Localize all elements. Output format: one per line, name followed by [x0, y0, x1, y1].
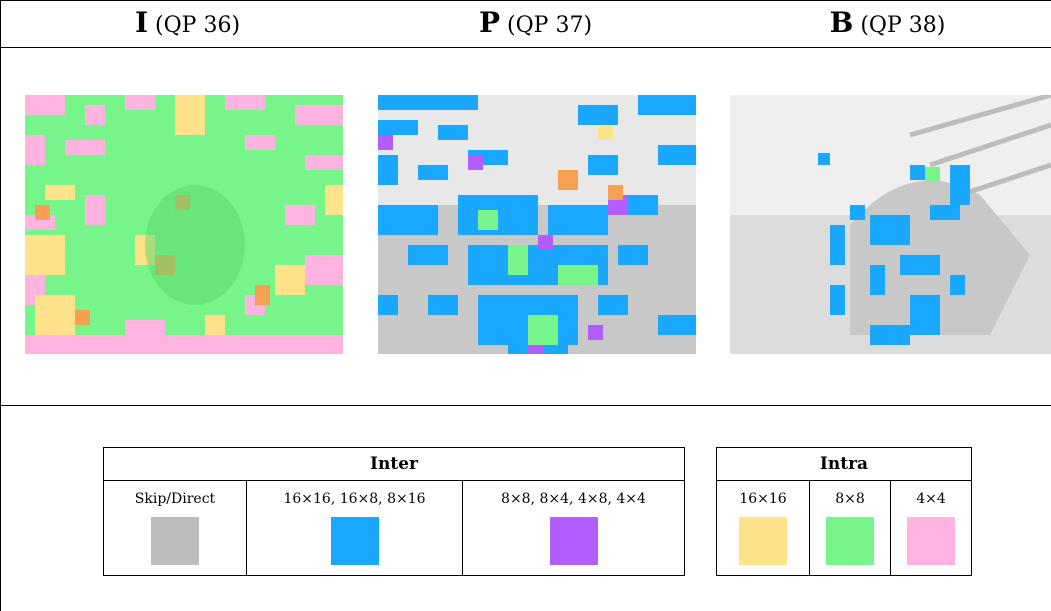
legend-label-skip: Skip/Direct: [134, 491, 216, 507]
header-b-qp: (QP 38): [860, 13, 946, 38]
header-divider: [0, 47, 1051, 48]
legend-cell-intra8: 8×8: [809, 480, 891, 576]
b-frame-mode-map: [730, 95, 1051, 354]
legend-cell-inter-small: 8×8, 8×4, 4×8, 4×4: [462, 480, 685, 576]
header-i-qp: (QP 36): [155, 13, 241, 38]
header-p-letter: P: [478, 6, 501, 39]
intra-legend-title: Intra: [716, 447, 972, 481]
legend-swatch-skip: [151, 517, 199, 565]
header-i: I (QP 36): [120, 6, 255, 39]
legend-swatch-intra4: [907, 517, 955, 565]
legend-label-intra8: 8×8: [835, 491, 865, 507]
inter-legend-title: Inter: [103, 447, 685, 481]
legend-label-intra4: 4×4: [916, 491, 946, 507]
left-border: [0, 0, 1, 611]
legend-swatch-intra16: [739, 517, 787, 565]
legend-swatch-inter-large: [330, 517, 379, 565]
legend-label-inter-small: 8×8, 8×4, 4×8, 4×4: [501, 491, 646, 507]
header-p-qp: (QP 37): [507, 13, 593, 38]
legend-label-inter-large: 16×16, 16×8, 8×16: [283, 491, 426, 507]
legend-swatch-intra8: [826, 517, 874, 565]
p-frame-mode-map: [378, 95, 696, 354]
inter-legend-table: Inter Skip/Direct 16×16, 16×8, 8×16 8×8,…: [103, 447, 685, 576]
legend-swatch-inter-small: [549, 517, 598, 565]
intra-legend-table: Intra 16×16 8×8 4×4: [716, 447, 972, 576]
header-b-letter: B: [829, 6, 854, 39]
legend-cell-intra4: 4×4: [890, 480, 972, 576]
legend-cell-inter-large: 16×16, 16×8, 8×16: [246, 480, 463, 576]
legend-label-intra16: 16×16: [739, 491, 787, 507]
header-i-letter: I: [134, 6, 149, 39]
i-frame-mode-map: [25, 95, 343, 354]
header-p: P (QP 37): [468, 6, 603, 39]
top-border: [0, 0, 1051, 1]
section-divider: [0, 405, 1051, 406]
header-b: B (QP 38): [820, 6, 955, 39]
legend-cell-skip: Skip/Direct: [103, 480, 247, 576]
legend-cell-intra16: 16×16: [716, 480, 810, 576]
